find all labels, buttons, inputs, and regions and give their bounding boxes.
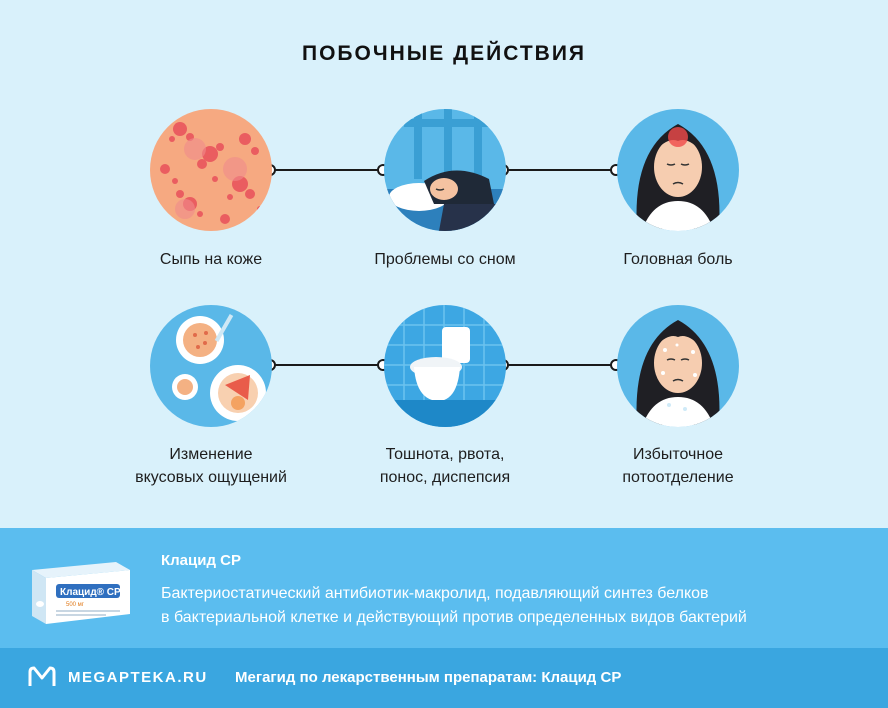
label-line: Головная боль: [623, 251, 733, 268]
effect-label-nausea: Тошнота, рвота, понос, диспепсия: [345, 443, 545, 489]
skin-rash-icon: [150, 109, 272, 231]
effect-label-sweating: Избыточное потоотделение: [578, 443, 778, 489]
effect-label-skin-rash: Сыпь на коже: [111, 248, 311, 271]
brand-link[interactable]: MEGAPTEKA.RU: [68, 669, 208, 686]
connector-line: [504, 169, 616, 171]
megapteka-logo-icon: [28, 666, 56, 693]
drug-name: Клацид СР: [161, 552, 241, 569]
label-line: Избыточное: [633, 446, 723, 463]
drug-description: Бактериостатический антибиотик-макролид,…: [161, 582, 861, 630]
guide-title: Мегагид по лекарственным препаратам: Кла…: [235, 669, 622, 686]
connector-line: [272, 169, 384, 171]
sweating-woman-icon: [617, 305, 739, 427]
effect-label-taste: Изменение вкусовых ощущений: [111, 443, 311, 489]
connector-line: [272, 364, 384, 366]
description-line: в бактериальной клетке и действующий про…: [161, 609, 747, 626]
label-line: потоотделение: [622, 469, 734, 486]
label-line: Проблемы со сном: [374, 251, 516, 268]
label-line: Тошнота, рвота,: [385, 446, 505, 463]
label-line: вкусовых ощущений: [135, 469, 287, 486]
connector-line: [504, 364, 616, 366]
drug-package-image: Клацид® СР 500 мг: [26, 556, 134, 631]
food-plates-icon: [150, 305, 272, 427]
footer-bar: MEGAPTEKA.RU Мегагид по лекарственным пр…: [0, 648, 888, 708]
toilet-icon: [384, 305, 506, 427]
box-label: Клацид® СР: [60, 587, 121, 598]
headache-woman-icon: [617, 109, 739, 231]
effect-label-sleep: Проблемы со сном: [345, 248, 545, 271]
drug-info-band: Клацид СР Бактериостатический антибиотик…: [0, 528, 888, 648]
label-line: Изменение: [169, 446, 253, 463]
effect-label-headache: Головная боль: [578, 248, 778, 271]
page-title: ПОБОЧНЫЕ ДЕЙСТВИЯ: [301, 42, 587, 65]
box-dose: 500 мг: [66, 602, 85, 608]
label-line: понос, диспепсия: [379, 469, 511, 486]
sleeping-woman-icon: [384, 109, 506, 231]
description-line: Бактериостатический антибиотик-макролид,…: [161, 585, 709, 602]
label-line: Сыпь на коже: [159, 251, 263, 268]
